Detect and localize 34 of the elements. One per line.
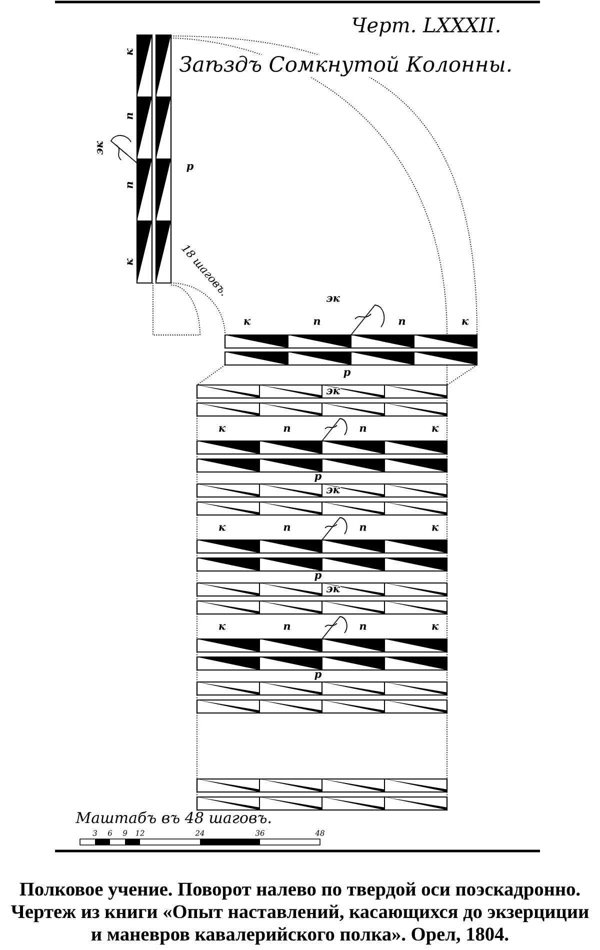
position-letter: п bbox=[284, 624, 290, 630]
position-letter: р bbox=[186, 164, 194, 172]
scale-label: Маштабъ въ 48 шаговъ. bbox=[76, 811, 271, 824]
position-letter: к bbox=[219, 525, 226, 531]
position-letter: к bbox=[127, 48, 133, 55]
position-letter: п bbox=[284, 426, 290, 432]
position-letter: эк bbox=[325, 487, 341, 494]
position-letter: к bbox=[127, 258, 133, 265]
position-letter: р bbox=[344, 370, 351, 378]
position-letter: п bbox=[127, 182, 133, 188]
position-letter: к bbox=[219, 426, 226, 432]
position-letter: к bbox=[462, 319, 469, 325]
position-letter: п bbox=[314, 319, 320, 325]
position-letter: эк bbox=[325, 586, 341, 593]
position-letter: п bbox=[360, 426, 366, 432]
caption: Полковое учение. Поворот налево по твердой оси поэскадронно. Чертеж из книги «Опыт наставлений, касающихся до экзерциции и маневров кавалерийского полка». Орел, 1804. bbox=[11, 882, 589, 945]
position-letter: р bbox=[314, 672, 322, 680]
plate-number: Черт. LXXXII. bbox=[352, 18, 500, 36]
position-letter: р bbox=[314, 573, 322, 581]
position-letter: к bbox=[432, 525, 439, 531]
position-letter: эк bbox=[97, 141, 103, 155]
position-letter: к bbox=[219, 624, 226, 630]
position-letter: к bbox=[244, 319, 251, 325]
position-letter: эк bbox=[325, 388, 341, 395]
title: Заѣздъ Сомкнутой Колонны. bbox=[178, 54, 514, 78]
position-letter: п bbox=[398, 319, 406, 325]
position-letter: п bbox=[360, 525, 366, 531]
position-letter: п bbox=[284, 525, 290, 531]
position-letter: р bbox=[314, 474, 322, 482]
position-letter: п bbox=[360, 624, 366, 630]
position-letter: п bbox=[127, 112, 133, 120]
position-letter: к bbox=[432, 624, 439, 630]
position-letter: эк bbox=[326, 296, 340, 302]
position-letter: к bbox=[432, 426, 439, 432]
